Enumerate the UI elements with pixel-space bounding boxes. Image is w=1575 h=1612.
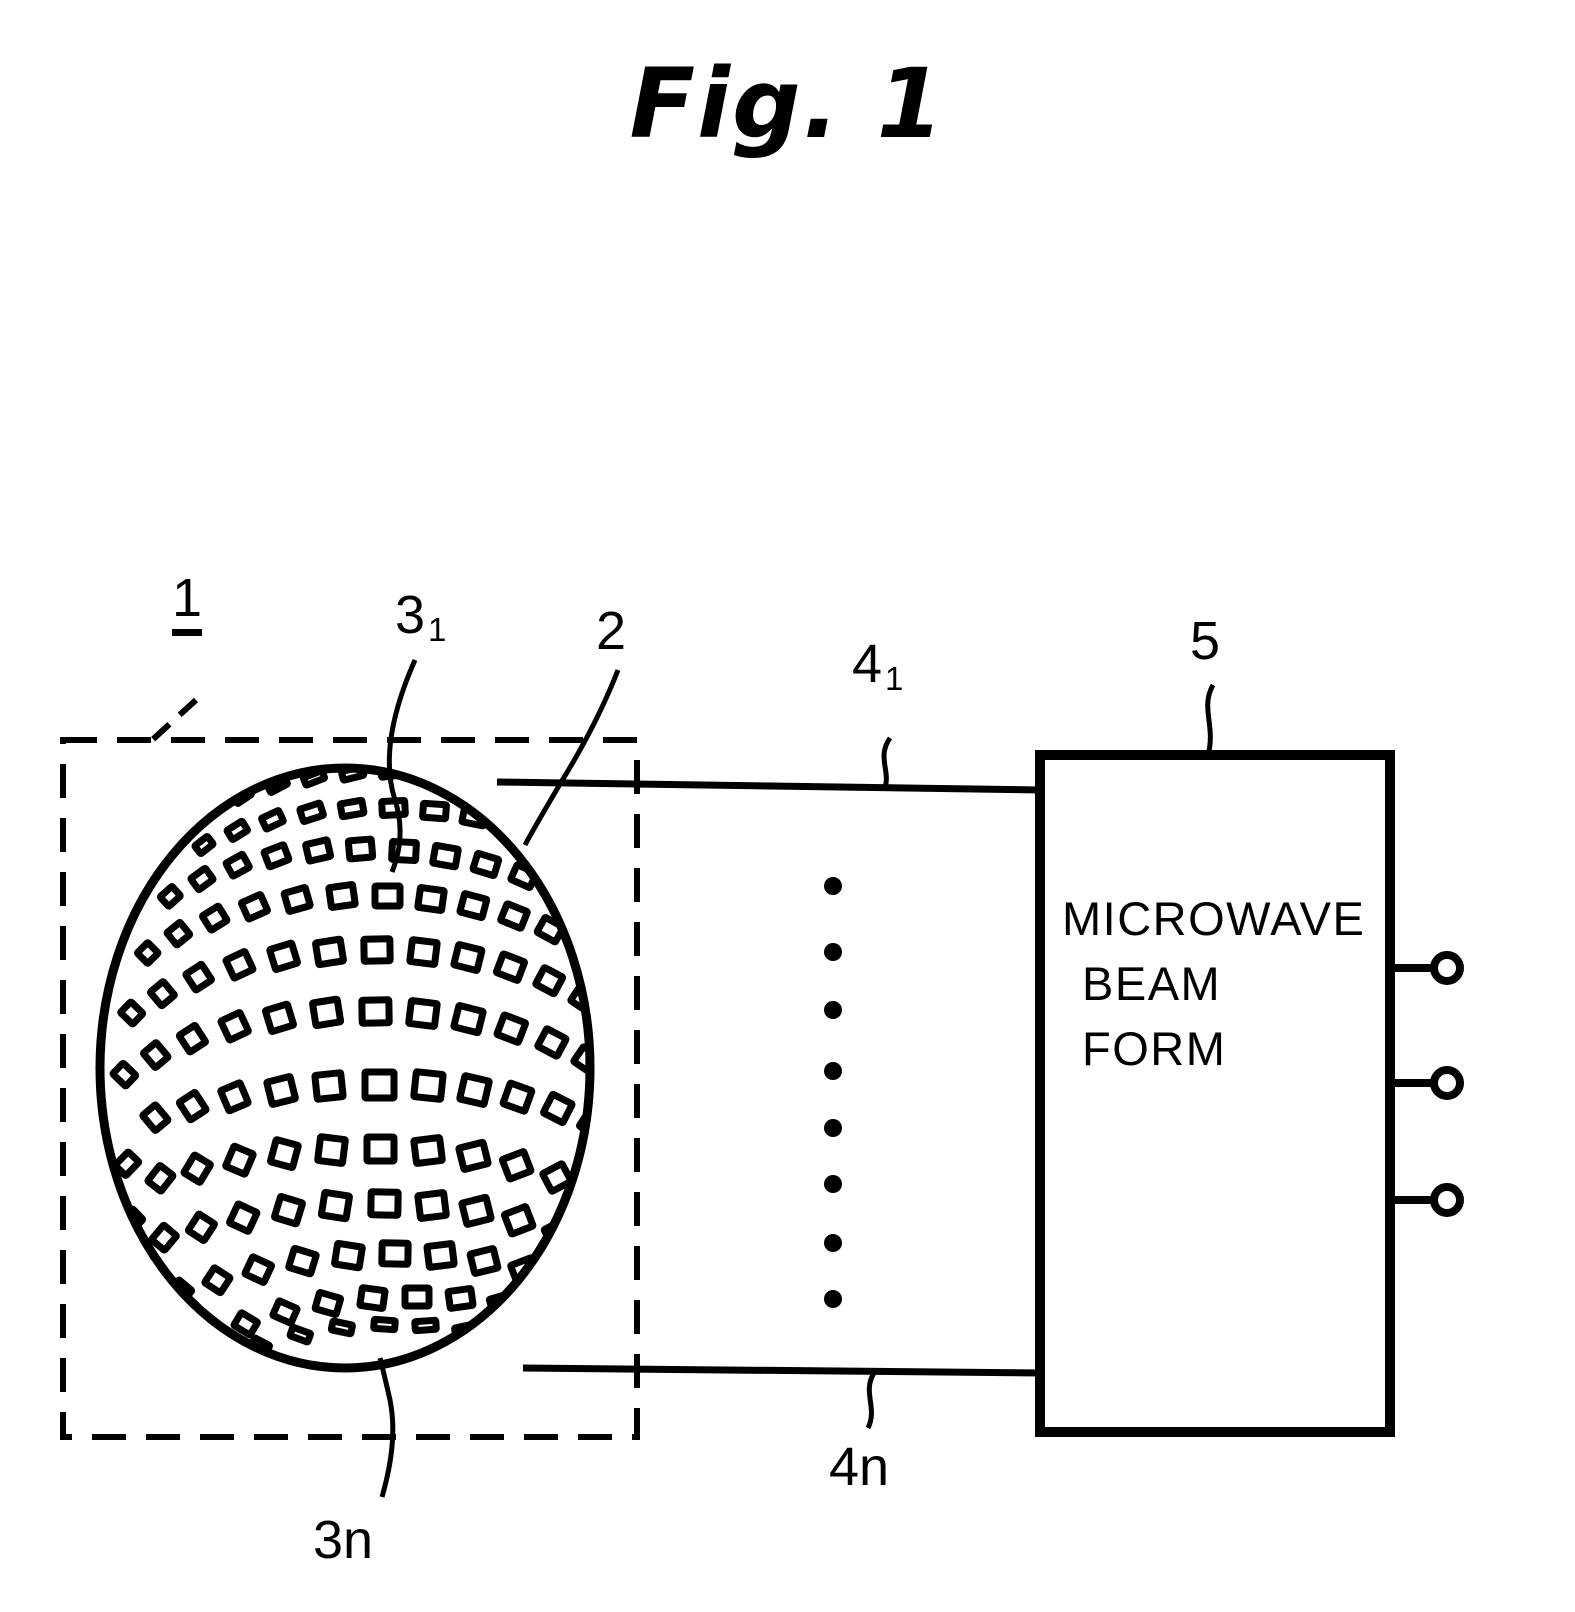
leader-line-dome-surface: [522, 669, 621, 847]
ref-label-assembly: 1: [172, 571, 203, 636]
ref-label-element-first: 31: [395, 585, 446, 646]
beamformer-line-3: FORM: [1082, 1022, 1227, 1075]
ref-label-dome-surface: 2: [596, 601, 627, 661]
leader-tick-feed-last: [865, 1371, 877, 1430]
output-terminal-3[interactable]: [1390, 1183, 1464, 1217]
leader-line-element-last: [377, 1357, 396, 1498]
ref-label-beamformer: 5: [1190, 611, 1221, 671]
leader-line-assembly: [147, 697, 199, 745]
ref-label-element-first-sub: 1: [428, 611, 447, 648]
assembly-dashed-boundary: [60, 737, 640, 1440]
feed-line-last: [522, 1364, 1041, 1377]
figure-title: Fig. 1: [629, 48, 946, 160]
feed-ellipsis-dots: [824, 877, 842, 1308]
beamformer-box[interactable]: [1035, 750, 1395, 1437]
output-terminal-1[interactable]: [1390, 951, 1464, 985]
feed-line-first: [496, 778, 1041, 794]
leader-line-element-first: [386, 658, 418, 873]
beamformer-line-1: MICROWAVE: [1062, 892, 1366, 945]
ref-label-feed-first-base: 4: [852, 634, 883, 694]
leader-line-beamformer: [1205, 683, 1216, 756]
beamformer-line-2: BEAM: [1082, 957, 1222, 1010]
output-terminal-2[interactable]: [1390, 1066, 1464, 1100]
ref-label-feed-first-sub: 1: [885, 660, 904, 697]
leader-tick-feed-first: [881, 736, 893, 792]
ref-label-feed-last: 4n: [829, 1437, 890, 1497]
output-terminals: [1390, 951, 1464, 1217]
ref-label-feed-first: 41: [852, 634, 903, 695]
ref-label-element-first-base: 3: [395, 585, 426, 645]
ref-label-element-last: 3n: [313, 1510, 374, 1570]
